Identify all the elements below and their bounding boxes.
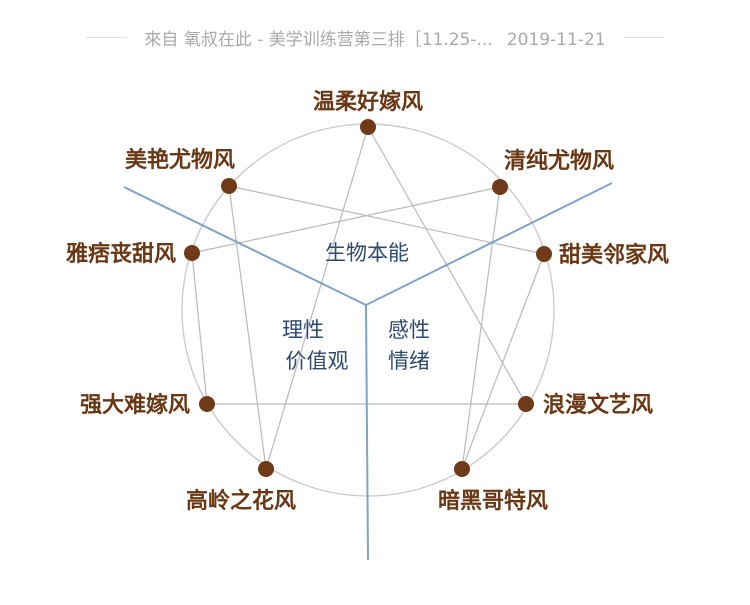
node-label: 强大难嫁风	[80, 392, 190, 418]
publish-date: 2019-11-21	[506, 29, 606, 50]
node-tianmei[interactable]: 甜美邻家风	[536, 242, 669, 268]
node-dot[interactable]	[492, 179, 508, 195]
node-label: 温柔好嫁风	[313, 89, 423, 115]
region-label-right-2: 情绪	[388, 349, 430, 373]
divider-line-bottom	[365, 304, 369, 561]
region-label-left-1: 理性	[282, 318, 324, 342]
node-dot[interactable]	[199, 396, 215, 412]
node-label: 美艳尤物风	[125, 147, 235, 173]
region-label-left-2: 价值观	[286, 349, 349, 373]
node-qingchun[interactable]: 清纯尤物风	[492, 148, 614, 195]
connector-line	[461, 186, 501, 470]
article-source-header: 來自 氧叔在此 - 美学训练营第三排［11.25-... 2019-11-21	[0, 22, 750, 52]
node-dot[interactable]	[184, 245, 200, 261]
connector-lines	[191, 126, 545, 470]
node-qiangda[interactable]: 强大难嫁风	[80, 392, 215, 418]
region-dividers	[123, 182, 613, 561]
divider-line-right	[365, 182, 613, 306]
divider-line-left	[123, 186, 367, 306]
node-label: 雅痞丧甜风	[66, 241, 176, 267]
connector-line	[191, 186, 501, 254]
node-dot[interactable]	[454, 461, 470, 477]
node-label: 高岭之花风	[186, 488, 296, 514]
node-anhei[interactable]: 暗黑哥特风	[438, 461, 548, 514]
node-label: 浪漫文艺风	[543, 392, 653, 418]
node-dot[interactable]	[258, 461, 274, 477]
node-langman[interactable]: 浪漫文艺风	[518, 392, 653, 418]
connector-line	[461, 253, 545, 470]
header-divider-right	[623, 36, 664, 38]
node-label: 清纯尤物风	[504, 148, 614, 174]
source-title[interactable]: 來自 氧叔在此 - 美学训练营第三排［11.25-...	[144, 29, 493, 50]
region-labels: 生物本能 理性 价值观 感性 情绪	[282, 241, 430, 373]
header-text: 來自 氧叔在此 - 美学训练营第三排［11.25-... 2019-11-21	[144, 25, 605, 50]
connector-line	[265, 126, 369, 470]
node-label: 暗黑哥特风	[438, 488, 548, 514]
node-dot[interactable]	[360, 119, 376, 135]
region-label-top: 生物本能	[325, 241, 409, 265]
style-nodes: 温柔好嫁风 清纯尤物风 甜美邻家风 浪漫文艺风 暗黑哥特风 高岭之花风 强大难嫁…	[66, 89, 669, 514]
node-dot[interactable]	[518, 396, 534, 412]
region-label-right-1: 感性	[388, 318, 430, 342]
node-meiyan[interactable]: 美艳尤物风	[125, 147, 237, 194]
node-wenrou[interactable]: 温柔好嫁风	[313, 89, 423, 135]
header-divider-left	[86, 36, 127, 38]
node-dot[interactable]	[536, 246, 552, 262]
node-dot[interactable]	[221, 178, 237, 194]
node-gaoling[interactable]: 高岭之花风	[186, 461, 296, 514]
node-yacuo[interactable]: 雅痞丧甜风	[66, 241, 200, 267]
connector-line	[191, 252, 208, 405]
node-label: 甜美邻家风	[559, 242, 669, 268]
connector-line	[228, 185, 267, 470]
